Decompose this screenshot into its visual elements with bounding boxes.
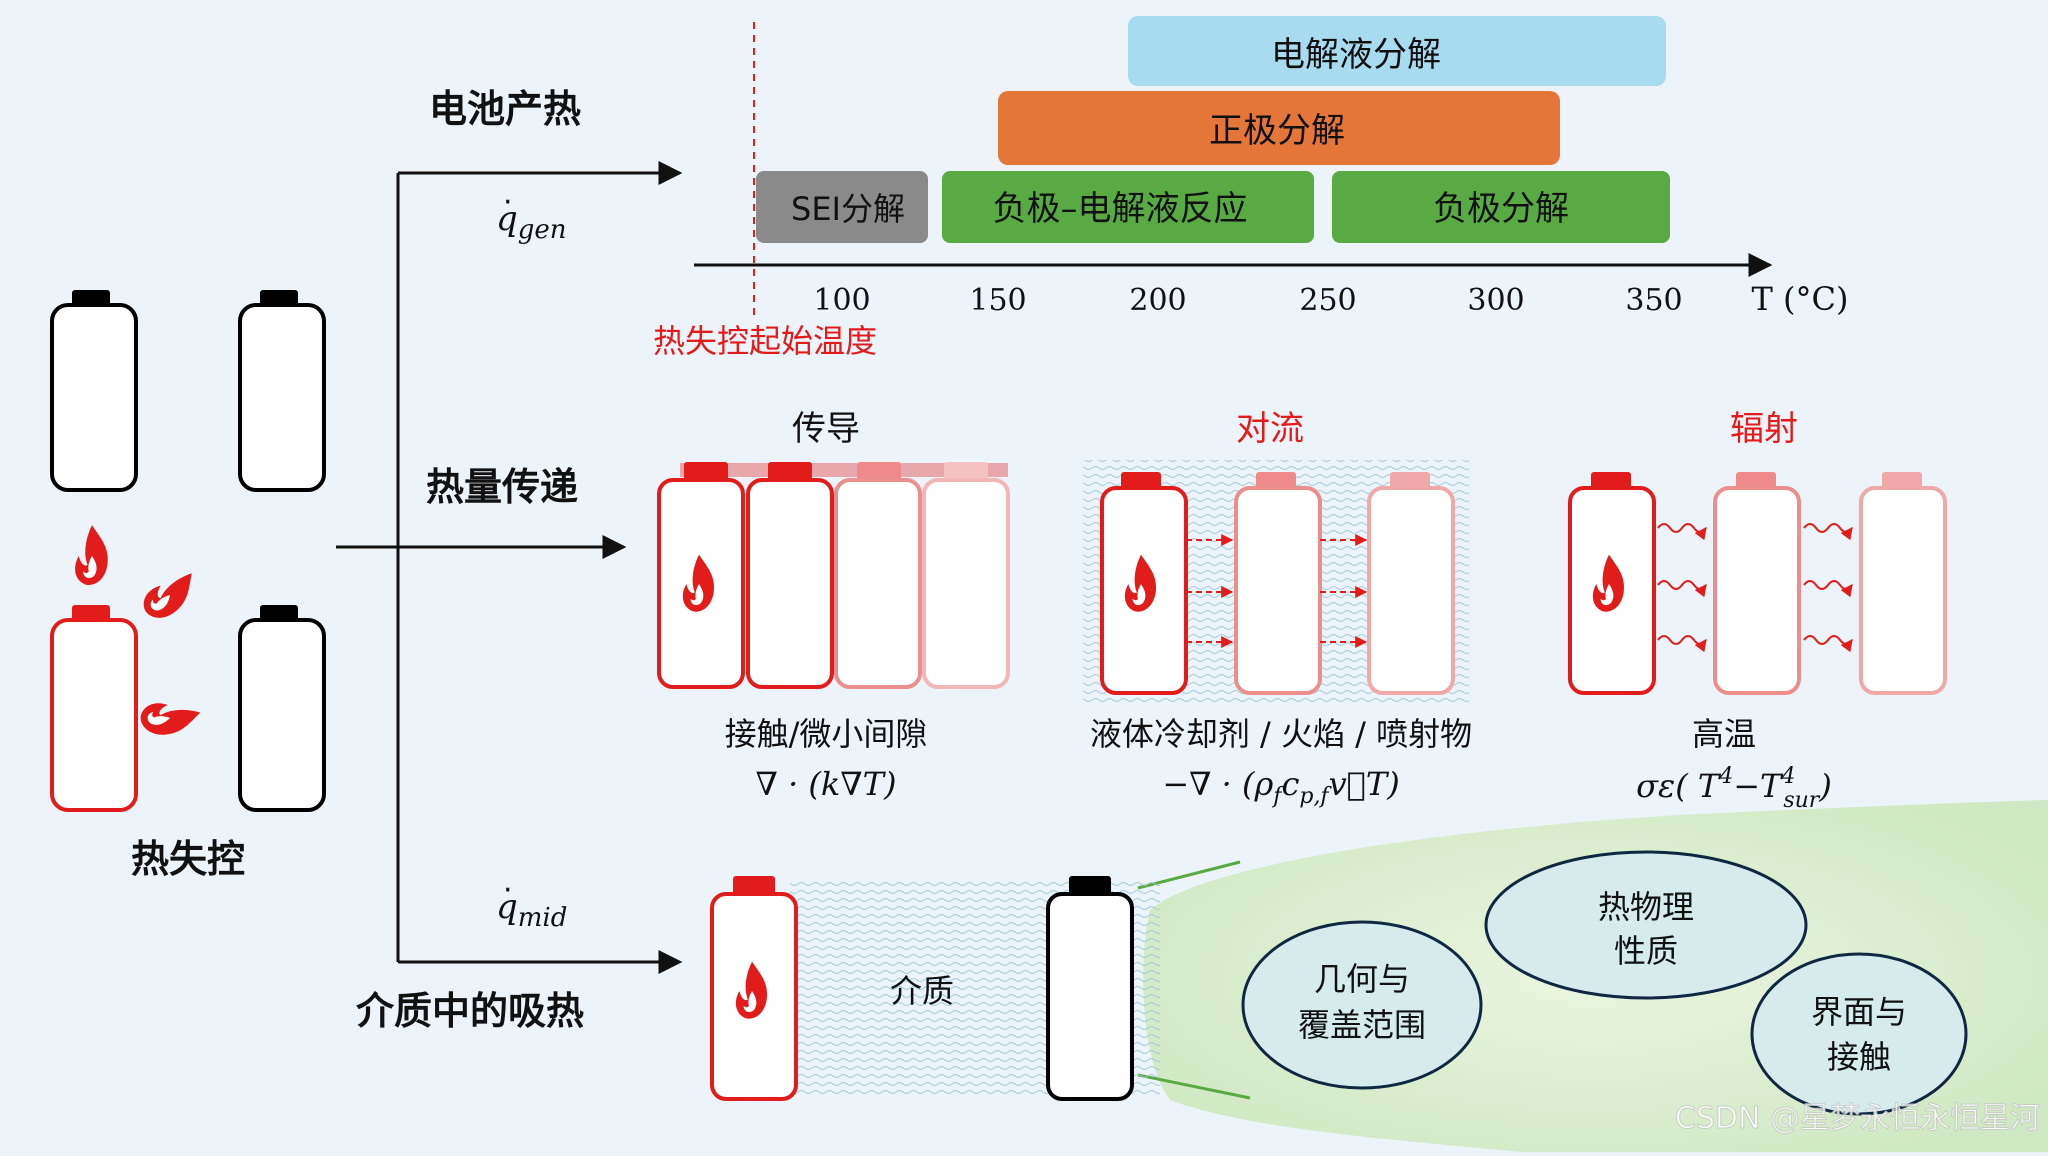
conduction-desc: 接触/微小间隙 <box>725 715 928 753</box>
bar-electrolyte-decomposition <box>1128 16 1666 86</box>
axis-ticks: 100 150 200 250 300 350 <box>813 283 1682 318</box>
q-dot: · <box>503 873 513 908</box>
battery-top-left <box>50 290 138 492</box>
radiation-desc: 高温 <box>1692 715 1756 753</box>
flame-icon <box>137 561 203 627</box>
conduction-title: 传导 <box>792 409 860 449</box>
q-gen-symbol: qgen <box>496 199 567 245</box>
tick-label: 150 <box>969 283 1026 318</box>
watermark: CSDN @星梦永恒永恒星河 <box>1675 1101 2040 1136</box>
conduction-formula: ∇ · (k∇T) <box>756 765 897 803</box>
conduction-batteries <box>657 462 1010 689</box>
tick-label: 200 <box>1129 283 1186 318</box>
radiation-wavy-arrows <box>1657 523 1853 653</box>
bar-anode-electrolyte-reaction <box>942 171 1314 243</box>
bar-label: 负极–电解液反应 <box>993 189 1248 229</box>
battery-bottom-right <box>238 605 326 812</box>
tick-label: 250 <box>1299 283 1356 318</box>
factor-label: 性质 <box>1614 932 1678 970</box>
factor-label: 几何与 <box>1314 960 1410 998</box>
convection-title: 对流 <box>1236 409 1304 449</box>
medium-cold-battery <box>1046 876 1134 1101</box>
bar-label: 负极分解 <box>1433 189 1569 229</box>
q-dot: · <box>503 185 513 220</box>
branch-connectors <box>336 161 683 974</box>
battery-bottom-left-hot <box>50 605 138 812</box>
battery-top-right <box>238 290 326 492</box>
convection-arrows <box>1186 534 1368 648</box>
bar-cathode-decomposition <box>998 91 1560 165</box>
factor-geometry: 几何与 覆盖范围 <box>1241 920 1483 1090</box>
factor-interface: 界面与 接触 <box>1750 952 1968 1116</box>
onset-label: 热失控起始温度 <box>653 322 877 360</box>
tick-label: 350 <box>1625 283 1682 318</box>
q-mid-symbol: qmid <box>496 887 567 933</box>
bar-anode-decomposition <box>1332 171 1670 243</box>
branch-gen-title: 电池产热 <box>429 87 581 131</box>
radiation-title: 辐射 <box>1730 409 1798 449</box>
medium-label: 介质 <box>890 972 954 1010</box>
convection-formula: −∇ · (ρfcp,fv⃗T) <box>1162 765 1399 809</box>
flame-icon <box>138 695 204 739</box>
bar-label: SEI分解 <box>791 190 905 228</box>
bar-sei-decomposition <box>756 171 928 243</box>
axis-label: T (°C) <box>1752 280 1849 318</box>
convection-batteries <box>1100 472 1455 695</box>
flame-icon <box>75 525 108 586</box>
factor-label: 热物理 <box>1598 888 1694 926</box>
tick-label: 100 <box>813 283 870 318</box>
branch-mid-title: 介质中的吸热 <box>356 989 584 1033</box>
factor-thermophysical: 热物理 性质 <box>1484 850 1808 1000</box>
factor-label: 界面与 <box>1811 993 1907 1031</box>
reaction-bars: 电解液分解 正极分解 SEI分解 负极–电解液反应 负极分解 <box>756 16 1670 243</box>
bar-label: 电解液分解 <box>1271 35 1441 75</box>
bar-label: 正极分解 <box>1209 111 1345 151</box>
tick-label: 300 <box>1467 283 1524 318</box>
factor-label: 接触 <box>1827 1038 1891 1076</box>
factor-label: 覆盖范围 <box>1298 1006 1426 1044</box>
convection-desc: 液体冷却剂 / 火焰 / 喷射物 <box>1090 715 1472 753</box>
left-title: 热失控 <box>131 837 245 881</box>
branch-transfer-title: 热量传递 <box>426 465 578 509</box>
radiation-batteries <box>1568 472 1947 695</box>
